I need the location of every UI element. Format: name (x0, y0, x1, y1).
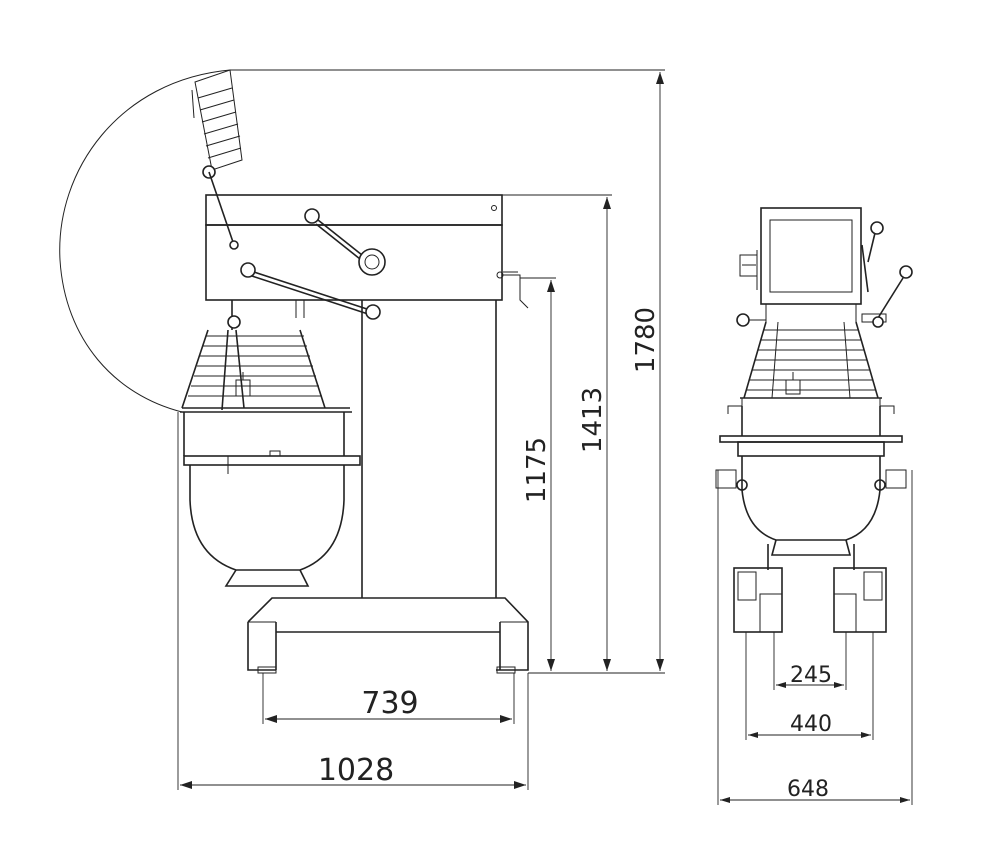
front-view: 245 440 648 (715, 207, 913, 805)
front-guard (740, 321, 882, 399)
dimension-inner-leg-spacing: 245 (773, 632, 847, 690)
dimension-leg-spacing: 739 (262, 673, 515, 724)
dimension-front-leg-spacing: 440 (745, 632, 874, 740)
head-housing (205, 194, 529, 309)
dimension-label-head-height: 1413 (578, 387, 608, 453)
column-body (295, 300, 497, 598)
bowl-side (183, 412, 361, 587)
speed-lever (304, 208, 386, 276)
dimension-label-total-depth: 1028 (318, 753, 394, 788)
dimension-label-total-width: 648 (787, 777, 829, 802)
base-side (247, 597, 529, 674)
dimension-total-depth: 1028 (177, 412, 529, 790)
bowl-lift-lever (240, 262, 381, 320)
dimension-label-total-height: 1780 (631, 307, 661, 373)
dimension-total-width: 648 (717, 470, 913, 805)
dimension-total-height: 1780 (230, 69, 665, 674)
front-levers (861, 221, 913, 328)
dimension-head-height: 1413 (502, 194, 612, 671)
front-base (733, 544, 887, 633)
lowered-guard (180, 300, 352, 413)
dimension-label-inner-leg-spacing: 245 (790, 663, 832, 688)
front-bowl (715, 398, 907, 556)
guard-swing-arc (59, 69, 231, 413)
dimension-label-leg-spacing: 739 (361, 686, 418, 721)
side-view: 1780 1413 1175 739 (59, 69, 665, 790)
dimension-bowl-lift-height: 1175 (520, 277, 556, 671)
front-head (736, 207, 862, 327)
dimension-label-bowl-lift-height: 1175 (522, 437, 552, 503)
dimension-label-front-leg-spacing: 440 (790, 712, 832, 737)
raised-guard (191, 69, 243, 250)
